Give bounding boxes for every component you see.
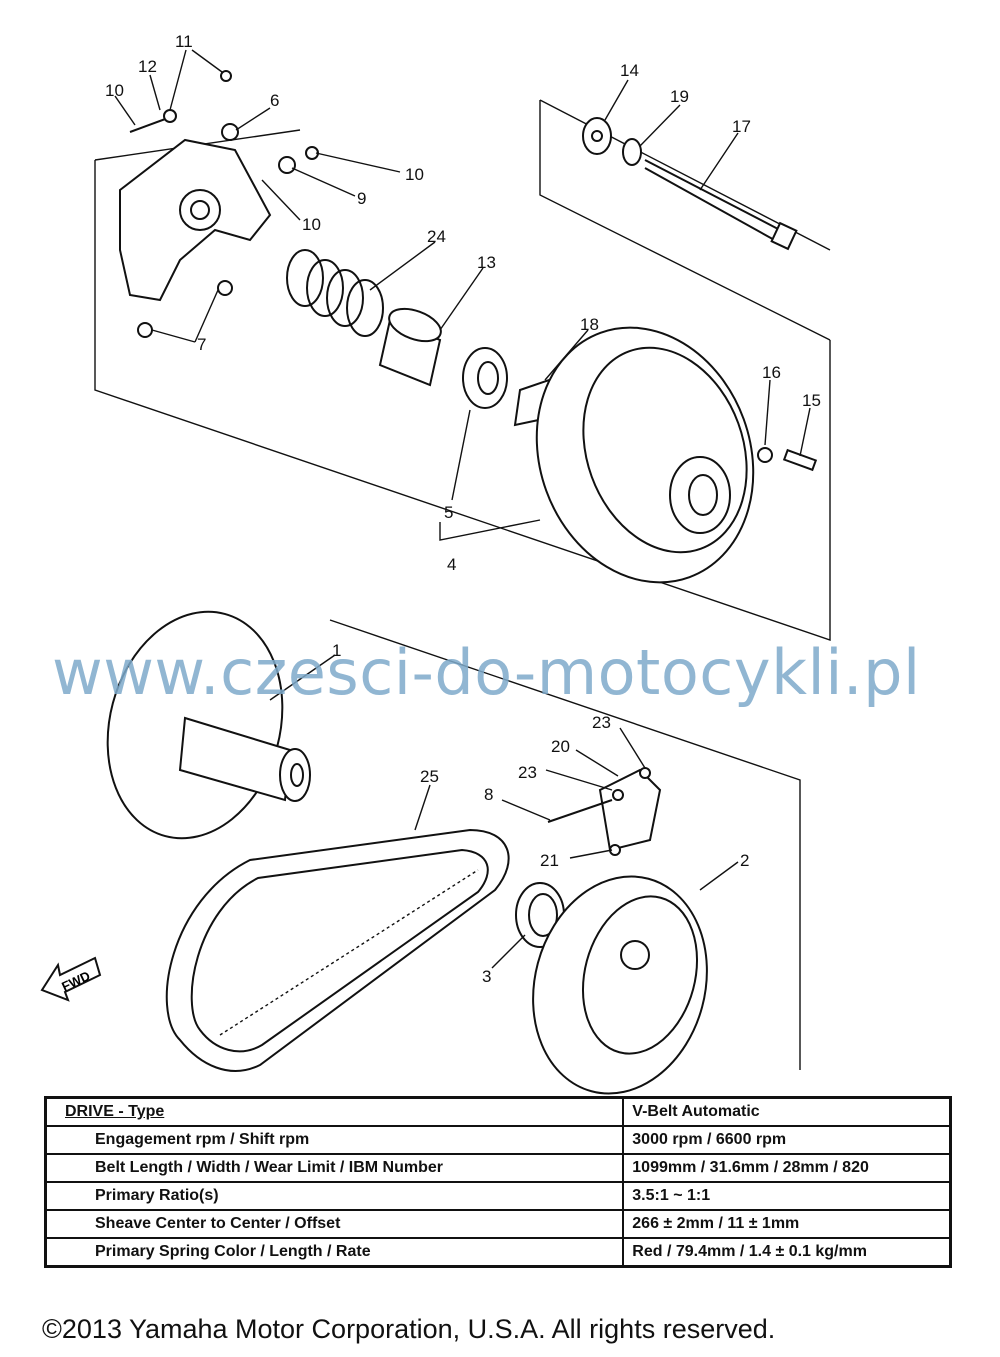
spec-value: 266 ± 2mm / 11 ± 1mm <box>622 1209 952 1239</box>
callout-12: 11 <box>175 32 193 51</box>
callout-2: 2 <box>740 851 749 870</box>
callout-25: 25 <box>420 767 439 786</box>
callout-24: 24 <box>427 227 446 246</box>
spec-value: 1099mm / 31.6mm / 28mm / 820 <box>622 1153 952 1183</box>
callout-22: 21 <box>540 851 559 870</box>
spec-label: Sheave Center to Center / Offset <box>44 1209 625 1239</box>
spec-table: DRIVE - Type V-Belt Automatic Engagement… <box>44 1096 952 1268</box>
callout-14: 13 <box>477 253 496 272</box>
callout-5: 5 <box>444 503 453 522</box>
primary-sheave <box>106 610 311 840</box>
spec-label: DRIVE - Type <box>44 1096 625 1127</box>
spec-row: Primary Spring Color / Length / Rate Red… <box>44 1237 952 1268</box>
callout-21: 20 <box>551 737 570 756</box>
watermark: www.czesci-do-motocykli.pl <box>52 636 921 709</box>
callout-7: 7 <box>197 335 206 354</box>
spec-label: Engagement rpm / Shift rpm <box>44 1125 625 1155</box>
spec-row: Primary Ratio(s) 3.5:1 ~ 1:1 <box>44 1181 952 1211</box>
callout-15: 14 <box>620 61 639 80</box>
callout-labels: 10 12 11 6 10 9 10 7 24 13 14 19 17 18 1… <box>105 32 821 986</box>
callout-23a: 23 <box>518 763 537 782</box>
bracket-assembly <box>119 70 319 338</box>
assembly-frame <box>94 99 831 1070</box>
callout-17: 16 <box>762 363 781 382</box>
callout-6: 6 <box>270 91 279 110</box>
bolt-and-washers <box>582 117 798 251</box>
v-belt <box>165 828 510 1072</box>
spec-row: Engagement rpm / Shift rpm 3000 rpm / 66… <box>44 1125 952 1155</box>
callout-18: 17 <box>732 117 751 136</box>
spec-label: Belt Length / Width / Wear Limit / IBM N… <box>44 1153 625 1183</box>
sleeve <box>378 307 442 387</box>
fwd-arrow: FWD <box>40 956 102 1002</box>
callout-11: 10 <box>105 81 124 100</box>
spec-value: V-Belt Automatic <box>622 1096 952 1127</box>
spec-value: 3.5:1 ~ 1:1 <box>622 1181 952 1211</box>
callout-4: 4 <box>447 555 456 574</box>
callout-10a: 10 <box>405 165 424 184</box>
callout-20: 19 <box>670 87 689 106</box>
callout-23b: 23 <box>592 713 611 732</box>
callout-8: 8 <box>484 785 493 804</box>
spec-value: 3000 rpm / 6600 rpm <box>622 1125 952 1155</box>
callout-19: 18 <box>580 315 599 334</box>
spec-row: Sheave Center to Center / Offset 266 ± 2… <box>44 1209 952 1239</box>
spec-value: Red / 79.4mm / 1.4 ± 0.1 kg/mm <box>622 1237 952 1268</box>
copyright-notice: ©2013 Yamaha Motor Corporation, U.S.A. A… <box>42 1314 776 1344</box>
primary-spring <box>286 249 384 337</box>
leader-lines <box>114 49 811 969</box>
callout-10b: 10 <box>302 215 321 234</box>
movable-sheave <box>532 767 708 1095</box>
callout-1: 1 <box>332 641 341 660</box>
spec-row: Belt Length / Width / Wear Limit / IBM N… <box>44 1153 952 1183</box>
callout-3: 3 <box>482 967 491 986</box>
secondary-sheave <box>535 326 818 584</box>
callout-13: 12 <box>138 57 157 76</box>
spec-row: DRIVE - Type V-Belt Automatic <box>44 1096 952 1127</box>
spec-label: Primary Spring Color / Length / Rate <box>44 1237 625 1268</box>
spec-label: Primary Ratio(s) <box>44 1181 625 1211</box>
callout-16: 15 <box>802 391 821 410</box>
callout-9: 9 <box>357 189 366 208</box>
